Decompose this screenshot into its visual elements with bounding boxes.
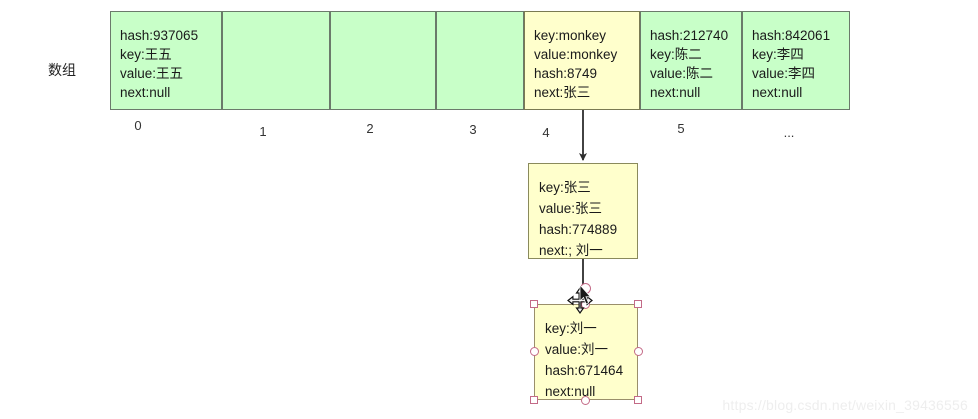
resize-handle-bottom-left[interactable] [530, 396, 538, 404]
array-index-0: 0 [134, 118, 142, 133]
array-bucket-5-text: hash:212740 key:陈二 value:陈二 next:null [650, 26, 728, 102]
bucket-4-line-key: key:monkey [534, 28, 607, 43]
chain-node-zhangsan-text: key:张三 value:张三 hash:774889 next:; 刘一 [539, 177, 617, 261]
zhangsan-line-key: key:张三 [539, 180, 591, 195]
bucket-0-line-value: value:王五 [120, 66, 184, 81]
watermark-text: https://blog.csdn.net/weixin_39436556 [722, 397, 968, 413]
chain-node-liuyi[interactable]: key:刘一 value:刘一 hash:671464 next:null [534, 304, 638, 400]
array-bucket-2[interactable] [330, 11, 436, 110]
array-side-label: 数组 [48, 62, 76, 78]
bucket-5-line-value: value:陈二 [650, 66, 714, 81]
liuyi-line-next: next:null [545, 384, 596, 399]
chain-node-zhangsan[interactable]: key:张三 value:张三 hash:774889 next:; 刘一 [528, 163, 638, 259]
resize-handle-bottom-center[interactable] [581, 395, 590, 405]
resize-handle-middle-left[interactable] [529, 347, 539, 356]
array-index-ellipsis: ... [783, 125, 795, 140]
array-bucket-0[interactable]: hash:937065 key:王五 value:王五 next:null [110, 11, 222, 110]
bucket-6-line-key: key:李四 [752, 47, 804, 62]
array-index-1: 1 [259, 124, 267, 139]
bucket-4-line-hash: hash:8749 [534, 66, 598, 81]
array-bucket-6[interactable]: hash:842061 key:李四 value:李四 next:null [742, 11, 850, 110]
liuyi-line-value: value:刘一 [545, 342, 609, 357]
array-index-4: 4 [542, 125, 550, 140]
zhangsan-line-value: value:张三 [539, 201, 603, 216]
bucket-0-line-key: key:王五 [120, 47, 172, 62]
bucket-4-line-next: next:张三 [534, 85, 591, 100]
liuyi-line-key: key:刘一 [545, 321, 597, 336]
resize-handle-middle-right[interactable] [633, 347, 643, 356]
array-index-3: 3 [469, 122, 477, 137]
array-bucket-0-text: hash:937065 key:王五 value:王五 next:null [120, 26, 198, 102]
array-index-2: 2 [366, 121, 374, 136]
array-bucket-1[interactable] [222, 11, 330, 110]
array-bucket-4[interactable]: key:monkey value:monkey hash:8749 next:张… [524, 11, 640, 110]
array-index-5: 5 [677, 121, 685, 136]
resize-handle-bottom-right[interactable] [634, 396, 642, 404]
bucket-5-line-hash: hash:212740 [650, 28, 729, 43]
zhangsan-line-next: next:; 刘一 [539, 243, 603, 258]
bucket-6-line-next: next:null [752, 85, 803, 100]
array-bucket-4-text: key:monkey value:monkey hash:8749 next:张… [534, 26, 617, 102]
liuyi-line-hash: hash:671464 [545, 363, 624, 378]
zhangsan-line-hash: hash:774889 [539, 222, 618, 237]
bucket-4-line-value: value:monkey [534, 47, 618, 62]
array-bucket-3[interactable] [436, 11, 524, 110]
bucket-0-line-next: next:null [120, 85, 171, 100]
array-bucket-5[interactable]: hash:212740 key:陈二 value:陈二 next:null [640, 11, 742, 110]
bucket-5-line-key: key:陈二 [650, 47, 702, 62]
bucket-5-line-next: next:null [650, 85, 701, 100]
bucket-6-line-hash: hash:842061 [752, 28, 831, 43]
resize-handle-top-left[interactable] [530, 300, 538, 308]
array-bucket-6-text: hash:842061 key:李四 value:李四 next:null [752, 26, 830, 102]
chain-node-liuyi-text: key:刘一 value:刘一 hash:671464 next:null [545, 318, 623, 402]
bucket-6-line-value: value:李四 [752, 66, 816, 81]
rotate-handle-icon[interactable] [580, 283, 591, 294]
resize-handle-top-right[interactable] [634, 300, 642, 308]
bucket-0-line-hash: hash:937065 [120, 28, 199, 43]
